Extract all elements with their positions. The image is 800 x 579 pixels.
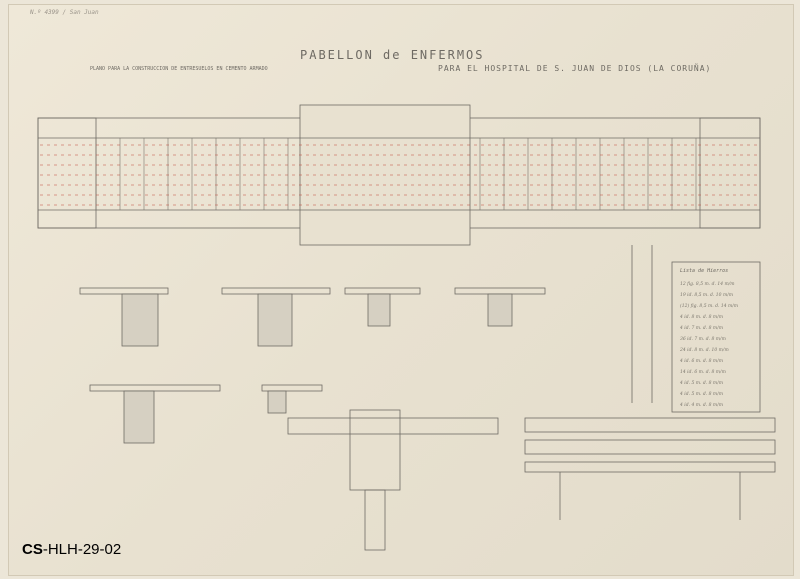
catalog-code-rest: -HLH-29-02 xyxy=(42,541,122,558)
drawing-title: PABELLON de ENFERMOS xyxy=(300,48,485,62)
legend-item: 12 fig. 8,5 m. d. 14 m/m xyxy=(680,282,735,287)
legend-item: 4 id. 4 m. d. 8 m/m xyxy=(680,403,723,408)
catalog-code: CS-HLH-29-02 xyxy=(22,541,121,558)
left-wing xyxy=(37,117,97,229)
legend-title: Lista de Hierros xyxy=(680,268,729,274)
legend-item: 4 id. 5 m. d. 8 m/m xyxy=(680,381,723,386)
legend-item: 4 id. 6 m. d. 8 m/m xyxy=(680,359,723,364)
legend-item: (12) fig. 8,5 m. d. 14 m/m xyxy=(680,304,739,309)
legend-item: 19 id. 8,5 m. d. 10 m/m xyxy=(680,293,734,298)
catalog-code-prefix: CS xyxy=(22,541,43,558)
section-details xyxy=(79,245,776,551)
right-wing xyxy=(699,117,761,229)
legend-item: 24 id. 8 m. d. 10 m/m xyxy=(680,348,729,353)
legend-item: 4 id. 8 m. d. 8 m/m xyxy=(680,315,723,320)
drawing-subtitle-right: PARA EL HOSPITAL DE S. JUAN DE DIOS (LA … xyxy=(438,64,712,73)
legend-item: 36 id. 7 m. d. 8 m/m xyxy=(680,337,726,342)
legend-box xyxy=(671,261,761,413)
plan-sheet xyxy=(8,4,794,576)
drawing-subtitle-left: PLANO PARA LA CONSTRUCCION DE ENTRESUELO… xyxy=(90,66,268,72)
archive-note: N.º 4399 / San Juan xyxy=(30,9,99,16)
legend-item: 14 id. 6 m. d. 8 m/m xyxy=(680,370,726,375)
legend-item: 4 id. 7 m. d. 8 m/m xyxy=(680,326,723,331)
legend-item: 4 id. 5 m. d. 8 m/m xyxy=(680,392,723,397)
